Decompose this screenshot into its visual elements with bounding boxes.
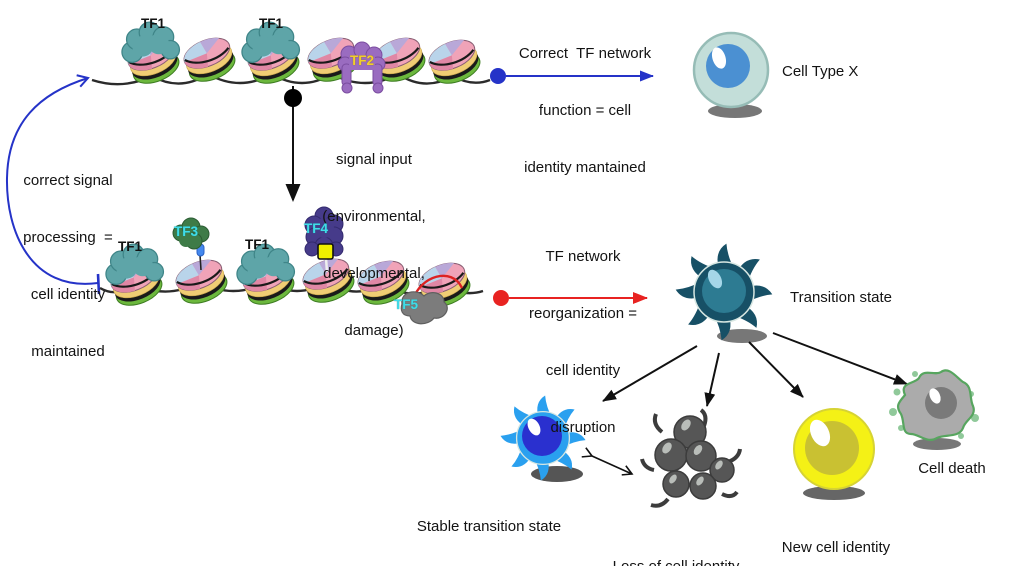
cell-type-x-icon (692, 31, 770, 118)
tf4-protein-icon (304, 206, 344, 273)
tf2-label: TF2 (349, 53, 375, 68)
tf4-label: TF4 (303, 221, 329, 236)
feedback-loop-arrow (5, 74, 101, 295)
bottom-chromatin-strand (99, 206, 484, 325)
tf1-label: TF1 (244, 237, 270, 252)
cell-death-icon (889, 369, 979, 450)
tf4-ligand-icon (317, 243, 334, 260)
tf1-label: TF1 (117, 239, 143, 254)
loss-of-identity-cells-icon (640, 408, 742, 508)
outcome-arrows (602, 332, 908, 407)
tf1-label: TF1 (258, 16, 284, 31)
loss-of-identity-label: Loss of cell identity (disease) (613, 519, 740, 566)
bidirectional-arrow (581, 447, 634, 476)
new-identity-label: New cell identity (reprogramming/ differ… (781, 539, 891, 556)
tf1-label: TF1 (140, 16, 166, 31)
tf5-protein-icon (400, 291, 448, 325)
stable-transition-cell-icon (498, 393, 588, 483)
top-flow-label: Correct TF network function = cell ident… (518, 45, 652, 176)
signal-input-arrow (284, 86, 302, 202)
feedback-loop-label: correct signal processing = cell identit… (23, 172, 113, 360)
cell-type-x-label: Cell Type X (782, 63, 859, 80)
tf3-label: TF3 (173, 224, 199, 239)
transition-state-cell-icon (673, 241, 775, 343)
tf3-protein-icon (172, 217, 210, 271)
stable-transition-label: Stable transition state (deep senescence… (416, 518, 562, 535)
correct-function-arrow (490, 68, 654, 84)
disruption-label: TF network reorganization = cell identit… (529, 248, 637, 436)
cell-death-label: Cell death (918, 460, 986, 477)
top-chromatin-strand (91, 21, 491, 94)
signal-input-label: signal input (environmental, development… (322, 151, 426, 339)
new-identity-cell-icon (793, 408, 875, 500)
tf5-label: TF5 (393, 297, 419, 312)
reorganization-arrow (493, 290, 648, 306)
transition-state-label: Transition state (790, 289, 892, 306)
tf2-protein-icon (337, 41, 386, 94)
